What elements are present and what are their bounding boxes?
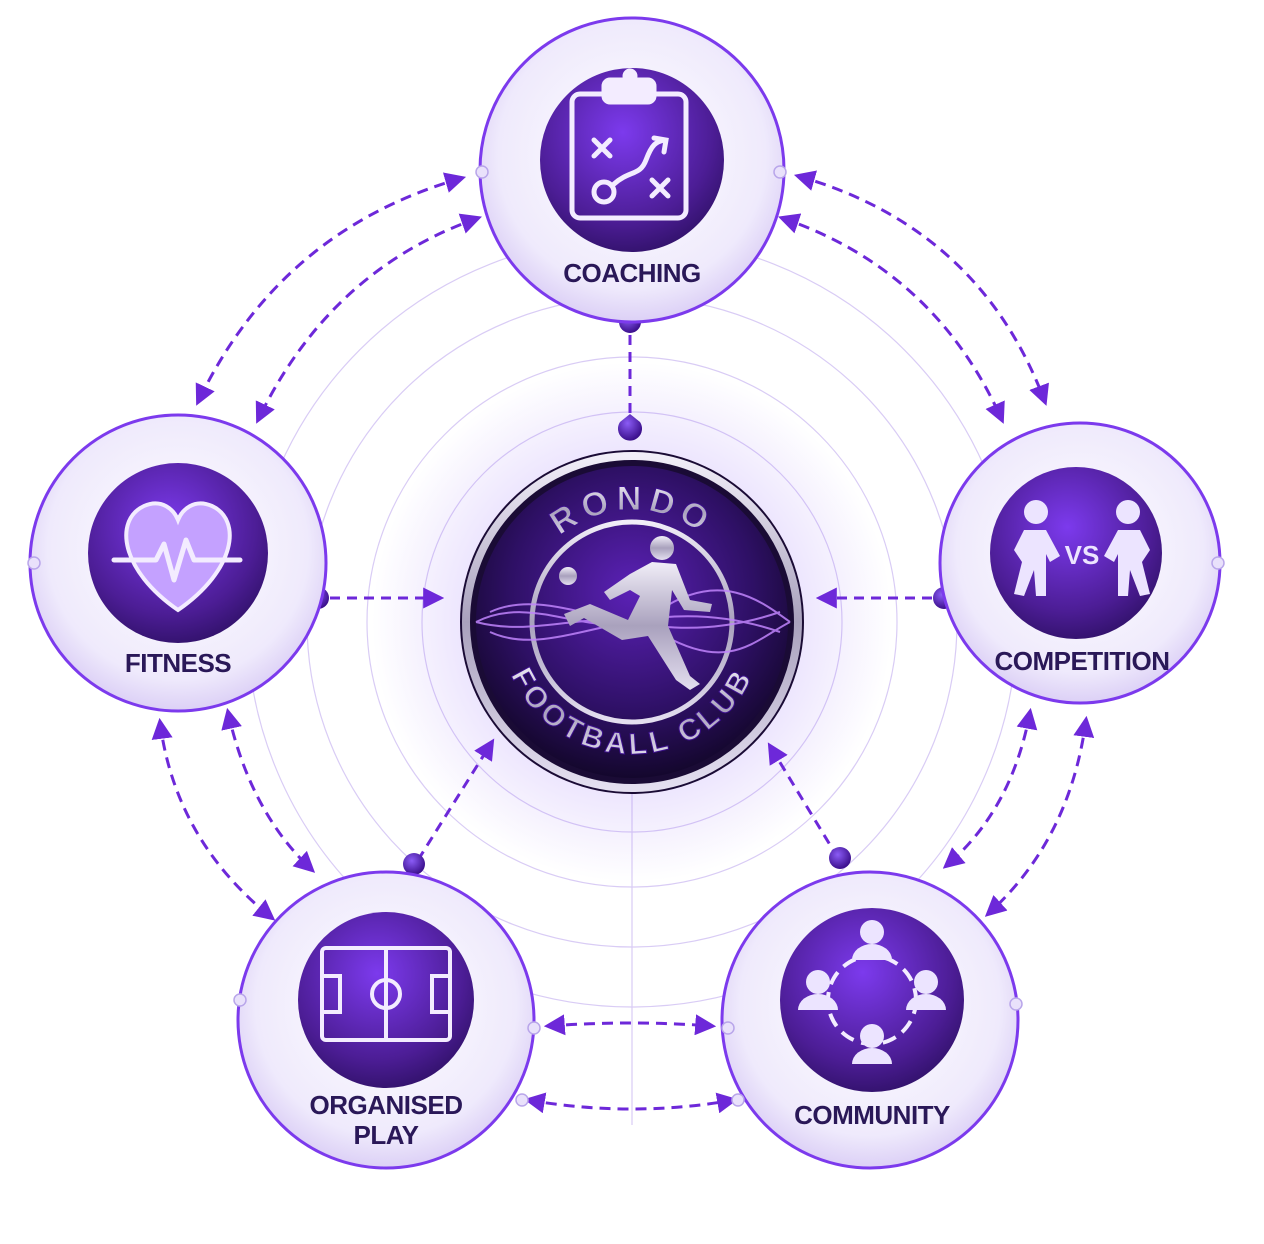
node-label-fitness: FITNESS: [124, 648, 232, 678]
versus-players-icon: VS: [1014, 500, 1150, 596]
connector-coaching-fitness-outer: [195, 172, 467, 406]
node-label-organised-play: ORGANISED PLAY: [309, 1090, 463, 1150]
connector-fitness-play-inner: [221, 707, 316, 873]
node-label-coaching: COACHING: [563, 258, 701, 288]
node-organised-play: [233, 870, 541, 1170]
connector-fitness-play-outer: [151, 717, 276, 921]
club-emblem: RONDO FOOTBALL CLUB: [460, 450, 804, 794]
node-label-community: COMMUNITY: [794, 1100, 950, 1130]
football-pitch-icon: [320, 946, 452, 1042]
node-community: [720, 870, 1023, 1170]
node-fitness: [27, 413, 328, 713]
connector-competition-community-outer: [984, 715, 1095, 917]
outer-connectors: [151, 170, 1095, 1114]
node-coaching: [475, 16, 787, 324]
connector-competition-community-inner: [942, 707, 1038, 869]
spoke-community: [767, 742, 840, 859]
community-circle-icon: [798, 920, 946, 1064]
connector-play-community-upper: [543, 1014, 717, 1036]
player-silhouette: [559, 536, 712, 690]
connector-play-community-lower: [523, 1092, 739, 1114]
spoke-play: [416, 738, 495, 861]
clipboard-tactics-icon: [569, 68, 689, 221]
connector-coaching-competition-inner: [778, 213, 1005, 424]
spoke-connectors: [330, 335, 932, 861]
connector-coaching-fitness-inner: [255, 213, 482, 424]
node-label-competition: COMPETITION: [994, 646, 1170, 676]
heart-pulse-icon: [111, 501, 243, 613]
vs-text: VS: [1065, 540, 1100, 570]
node-competition: VS: [938, 421, 1225, 705]
